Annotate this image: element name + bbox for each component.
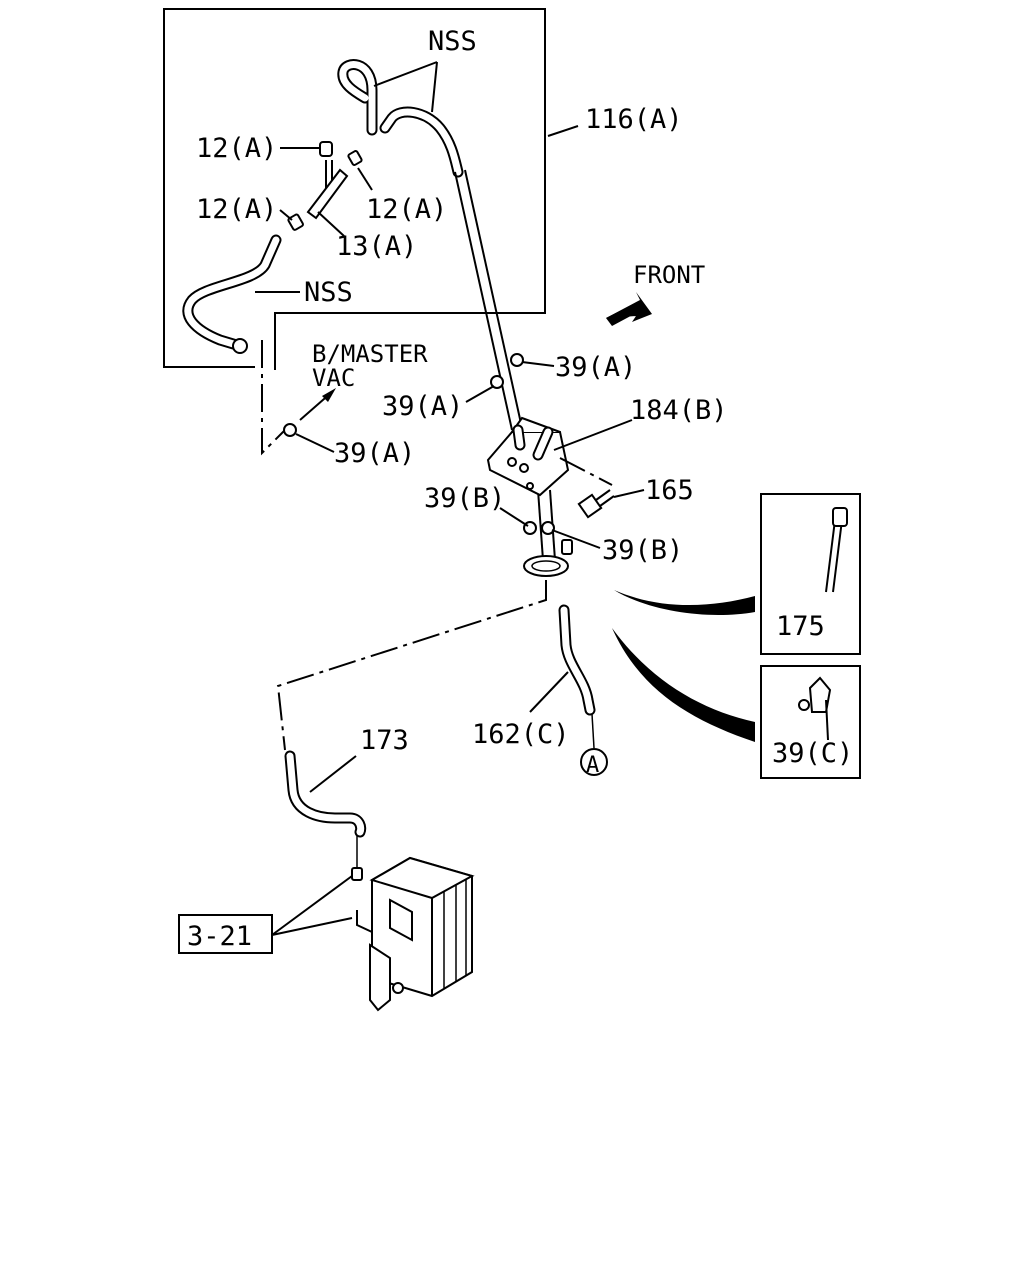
canister-dashed-route <box>276 580 547 751</box>
nss-middle-hose <box>182 234 282 354</box>
label-39a-1: 39(A) <box>555 352 636 383</box>
hose-162c <box>558 604 596 749</box>
front-direction-arrow-icon <box>606 292 652 326</box>
circle-connector-a-icon <box>580 748 608 776</box>
label-39b-1: 39(B) <box>424 483 505 514</box>
label-39c: 39(C) <box>772 738 853 769</box>
bolt-165 <box>559 457 615 519</box>
label-12a-3: 12(A) <box>366 194 447 225</box>
label-39a-2: 39(A) <box>382 391 463 422</box>
label-circle-a: A <box>586 753 599 778</box>
label-nss-top: NSS <box>428 26 477 57</box>
label-175: 175 <box>776 611 825 642</box>
leader-lines <box>255 61 829 936</box>
label-39a-3: 39(A) <box>334 438 415 469</box>
ring-clamp <box>523 555 569 577</box>
label-12a-2: 12(A) <box>196 194 277 225</box>
label-162c: 162(C) <box>472 719 570 750</box>
b-master-dashed-route <box>261 340 336 456</box>
label-184b: 184(B) <box>630 395 728 426</box>
clips-39b <box>523 521 573 555</box>
clips-39a <box>490 353 524 389</box>
label-12a-1: 12(A) <box>196 133 277 164</box>
reference-box-3-21: 3-21 <box>178 914 273 954</box>
inset-box-175 <box>614 493 861 655</box>
label-front: FRONT <box>633 261 705 289</box>
label-165: 165 <box>645 475 694 506</box>
bracket-184b <box>486 416 570 497</box>
fittings-12a-13a <box>287 141 363 231</box>
label-39b-2: 39(B) <box>602 535 683 566</box>
label-173: 173 <box>360 725 409 756</box>
assembly-box-116a <box>163 8 546 370</box>
hose-173 <box>284 750 367 870</box>
label-vac: VAC <box>312 364 355 392</box>
label-nss-mid: NSS <box>304 277 353 308</box>
label-116a: 116(A) <box>585 104 683 135</box>
part-labels: NSS 116(A) 12(A) 12(A) 12(A) 13(A) NSS F… <box>196 26 853 778</box>
inset-box-39c <box>612 628 861 779</box>
label-b-master: B/MASTER <box>312 340 428 368</box>
evap-canister <box>351 856 475 1012</box>
label-13a: 13(A) <box>336 231 417 262</box>
nss-top-hoses <box>337 59 464 178</box>
label-3-21: 3-21 <box>187 921 252 952</box>
